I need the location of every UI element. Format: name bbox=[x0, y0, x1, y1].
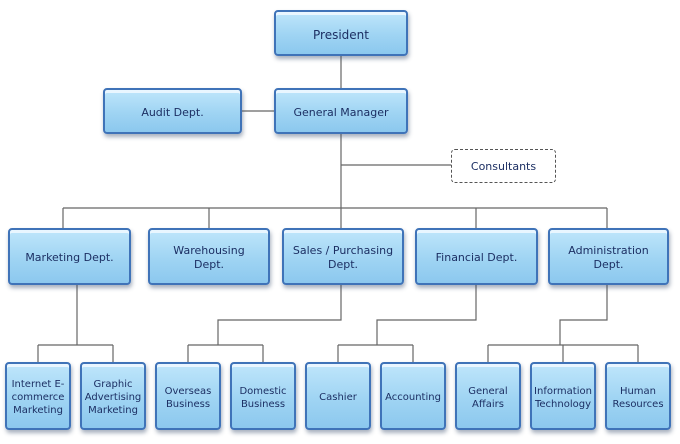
consultants-box: Consultants bbox=[451, 149, 556, 183]
audit-dept-box: Audit Dept. bbox=[103, 88, 242, 134]
box-label: Accounting bbox=[385, 392, 441, 403]
marketing-dept-box: Marketing Dept. bbox=[8, 228, 131, 285]
general-manager-box: General Manager bbox=[274, 88, 408, 134]
box-label: Consultants bbox=[470, 159, 537, 173]
box-label: Internet E-commerce Marketing bbox=[11, 379, 65, 416]
unit-box: Information Technology bbox=[530, 362, 596, 430]
unit-box: Human Resources bbox=[605, 362, 671, 430]
unit-box: General Affairs bbox=[455, 362, 521, 430]
unit-box: Overseas Business bbox=[155, 362, 221, 430]
unit-box: Domestic Business bbox=[230, 362, 296, 430]
box-label: Graphic Advertising Marketing bbox=[84, 379, 142, 416]
unit-box: Accounting bbox=[380, 362, 446, 430]
sales-purchasing-dept-box: Sales / Purchasing Dept. bbox=[282, 228, 404, 285]
warehousing-dept-box: Warehousing Dept. bbox=[148, 228, 270, 285]
box-label: Sales / Purchasing Dept. bbox=[292, 244, 394, 271]
box-label: President bbox=[313, 27, 369, 42]
box-label: Warehousing Dept. bbox=[173, 244, 245, 271]
president-box: President bbox=[274, 10, 408, 56]
box-label: Financial Dept. bbox=[435, 251, 518, 264]
box-label: Human Resources bbox=[612, 385, 664, 410]
box-label: Information Technology bbox=[534, 385, 592, 410]
box-label: Audit Dept. bbox=[141, 105, 204, 119]
box-label: General Manager bbox=[293, 105, 389, 119]
administration-dept-box: Administration Dept. bbox=[548, 228, 669, 285]
box-label: Overseas Business bbox=[164, 385, 212, 410]
box-label: Marketing Dept. bbox=[25, 251, 114, 264]
unit-box: Graphic Advertising Marketing bbox=[80, 362, 146, 430]
box-label: Cashier bbox=[319, 392, 357, 403]
box-label: Administration Dept. bbox=[568, 244, 649, 271]
box-label: Domestic Business bbox=[239, 385, 287, 410]
unit-box: Cashier bbox=[305, 362, 371, 430]
financial-dept-box: Financial Dept. bbox=[415, 228, 538, 285]
box-label: General Affairs bbox=[468, 385, 508, 410]
unit-box: Internet E-commerce Marketing bbox=[5, 362, 71, 430]
